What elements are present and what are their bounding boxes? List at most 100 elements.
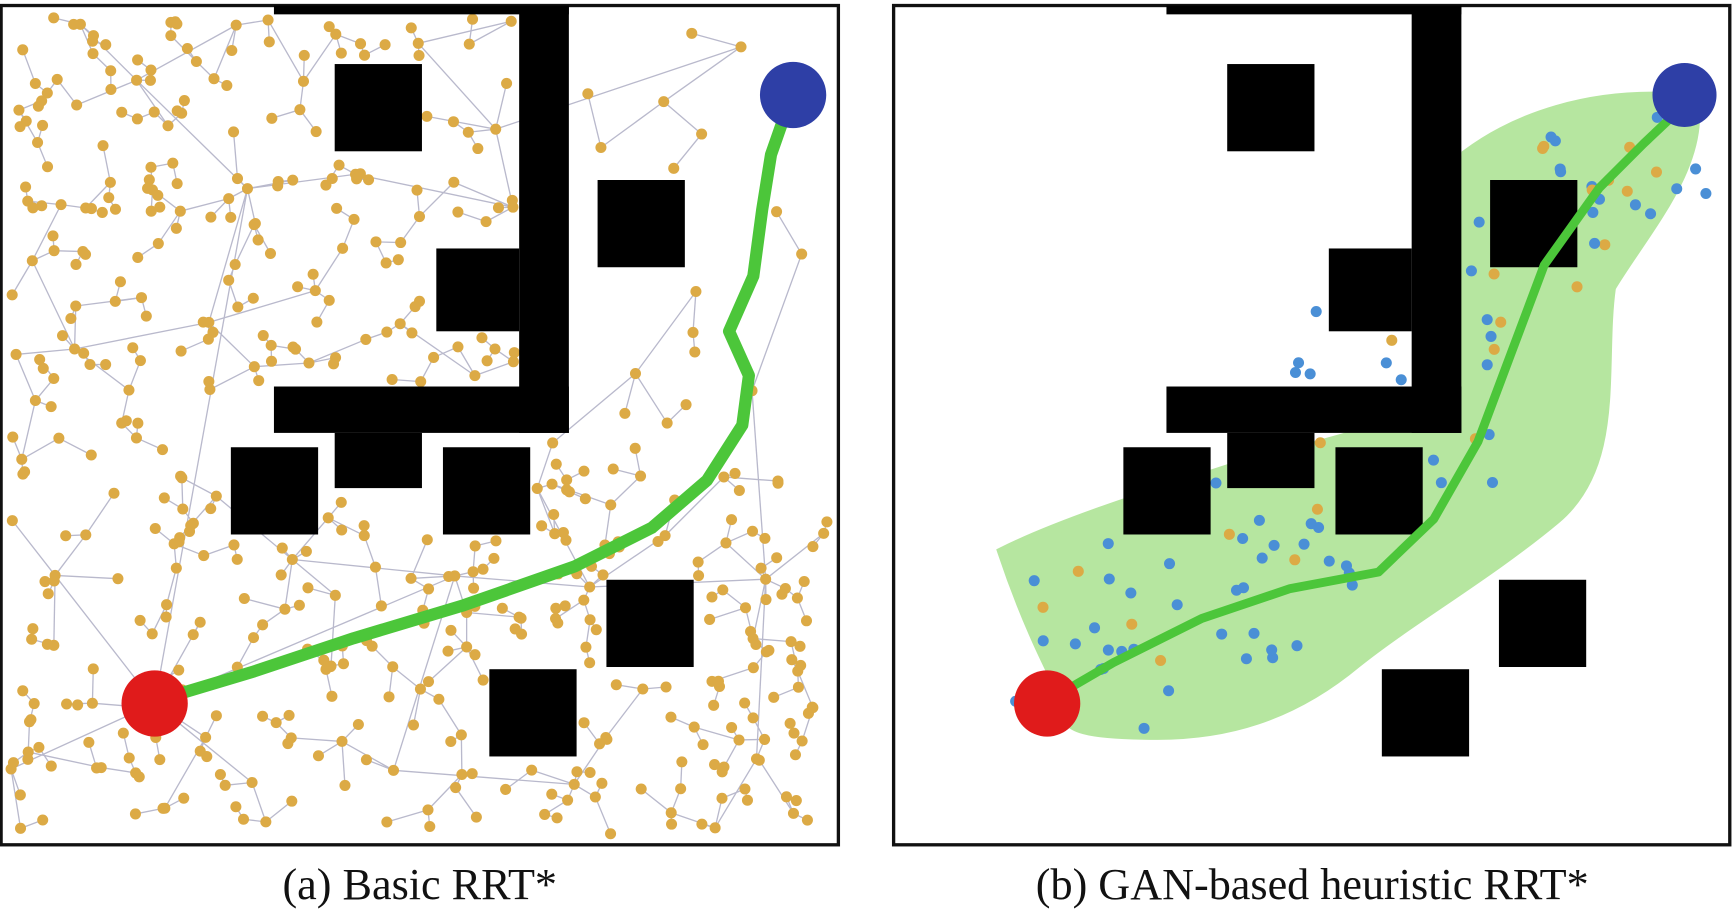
tree-node — [127, 342, 139, 354]
tree-node — [445, 736, 457, 748]
tree-node — [129, 808, 141, 820]
tree-edge — [234, 224, 255, 265]
tree-edge — [21, 400, 37, 460]
tree-node — [709, 759, 721, 771]
tree-node — [680, 399, 692, 411]
tree-node — [1138, 722, 1150, 734]
tree-node — [562, 794, 574, 806]
tree-node — [275, 569, 287, 581]
tree-node — [322, 512, 334, 524]
tree-node — [33, 741, 45, 753]
tree-node — [47, 230, 59, 242]
tree-edge — [634, 291, 697, 374]
tree-edge — [412, 688, 422, 726]
tree-node — [336, 735, 348, 747]
tree-edge — [246, 188, 256, 224]
tree-node — [750, 638, 762, 650]
tree-node — [414, 683, 426, 695]
tree-node — [223, 193, 235, 205]
tree-edge — [102, 145, 112, 183]
tree-node — [65, 312, 77, 325]
tree-node — [158, 492, 170, 504]
tree-node — [375, 600, 387, 612]
tree-node — [230, 801, 242, 813]
tree-node — [352, 718, 364, 731]
tree-node — [112, 573, 124, 585]
tree-node — [1126, 618, 1138, 630]
caption-b: (b) GAN-based heuristic RRT* — [1036, 860, 1589, 909]
tree-node — [661, 417, 673, 429]
tree-node — [1293, 357, 1305, 369]
tree-node — [477, 563, 489, 575]
tree-edge — [374, 566, 383, 607]
tree-node — [718, 471, 730, 483]
tree-edge — [765, 532, 825, 580]
tree-node — [185, 520, 197, 532]
tree-node — [526, 764, 538, 776]
tree-node — [584, 657, 596, 669]
tree-edge — [236, 637, 255, 668]
tree-node — [48, 575, 60, 587]
tree-node — [279, 603, 291, 615]
tree-node — [248, 219, 260, 231]
tree-node — [300, 545, 312, 557]
tree-node — [1435, 477, 1447, 489]
tree-node — [747, 662, 759, 674]
tree-node — [466, 768, 478, 780]
tree-node — [133, 771, 145, 783]
tree-node — [246, 776, 258, 789]
tree-node — [339, 779, 351, 791]
tree-node — [468, 582, 480, 594]
tree-node — [232, 301, 244, 313]
tree-node — [578, 717, 590, 729]
tree-node — [1473, 216, 1485, 228]
tree-node — [392, 254, 404, 266]
tree-node — [658, 96, 670, 108]
tree-node — [71, 99, 83, 111]
tree-node — [297, 75, 310, 87]
tree-node — [818, 527, 830, 539]
tree-node — [381, 816, 393, 828]
tree-node — [173, 664, 185, 676]
tree-node — [785, 636, 797, 648]
tree-node — [496, 602, 508, 614]
tree-node — [796, 735, 808, 747]
tree-node — [97, 140, 109, 152]
tree-node — [45, 760, 57, 772]
tree-node — [452, 206, 464, 218]
tree-node — [470, 811, 482, 823]
tree-node — [508, 347, 520, 359]
tree-node — [821, 516, 833, 528]
tree-edge — [600, 101, 665, 149]
tree-node — [560, 534, 572, 546]
tree-edge — [302, 33, 337, 82]
tree-node — [507, 356, 519, 368]
tree-node — [72, 699, 84, 711]
tree-node — [27, 202, 39, 214]
tree-node — [104, 176, 116, 188]
tree-node — [551, 812, 563, 824]
tree-node — [690, 285, 702, 297]
tree-node — [303, 357, 315, 369]
tree-node — [135, 292, 148, 304]
tree-node — [6, 289, 18, 301]
tree-node — [348, 213, 360, 225]
tree-edge — [634, 373, 668, 424]
tree-node — [131, 74, 143, 86]
tree-node — [1171, 599, 1183, 611]
tree-edge — [594, 796, 612, 835]
tree-node — [428, 351, 440, 363]
tree-node — [265, 355, 278, 367]
tree-node — [515, 612, 527, 624]
tree-node — [759, 532, 771, 544]
tree-node — [708, 699, 720, 711]
tree-node — [253, 375, 265, 387]
obstacle — [519, 5, 569, 433]
tree-node — [488, 552, 500, 564]
tree-node — [257, 710, 269, 722]
tree-edge — [751, 253, 803, 391]
tree-node — [114, 276, 126, 288]
tree-node — [312, 750, 324, 762]
tree-node — [61, 698, 73, 710]
tree-node — [123, 752, 135, 764]
